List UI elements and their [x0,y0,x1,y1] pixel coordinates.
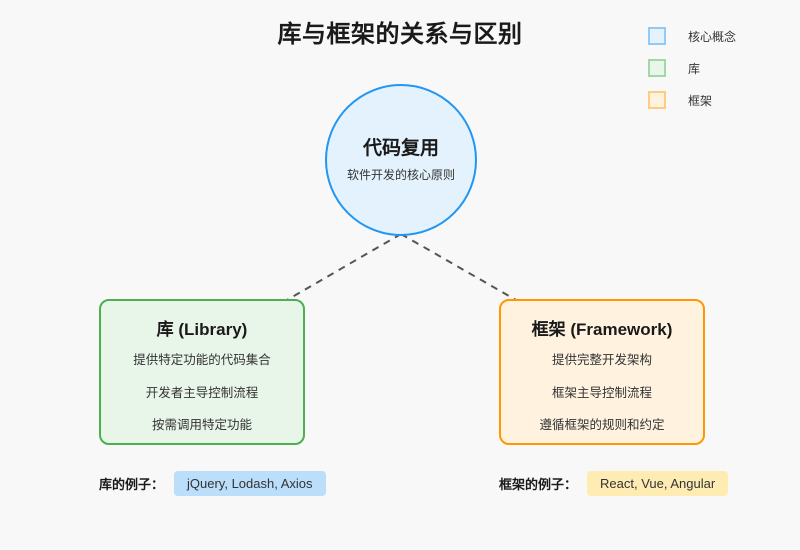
core-concept-node: 代码复用 软件开发的核心原则 [325,84,477,236]
legend-swatch-core-concept [648,27,666,45]
library-box-item: 提供特定功能的代码集合 [133,353,271,367]
framework-box-title: 框架 (Framework) [531,320,673,339]
library-box-item: 按需调用特定功能 [151,418,252,432]
framework-box-item: 遵循框架的规则和约定 [539,418,665,432]
legend-swatch-framework [648,91,666,109]
legend-item-framework: 框架 [648,86,798,114]
library-box: 库 (Library) 提供特定功能的代码集合 开发者主导控制流程 按需调用特定… [99,299,305,445]
legend-item-library: 库 [648,54,798,82]
framework-box-item: 提供完整开发架构 [551,353,652,367]
core-concept-subtitle: 软件开发的核心原则 [346,167,455,182]
library-examples-value: jQuery, Lodash, Axios [174,470,326,496]
core-concept-title: 代码复用 [362,137,439,159]
library-box-item: 开发者主导控制流程 [145,385,259,400]
legend: 核心概念 库 框架 [648,22,798,118]
framework-box-item: 框架主导控制流程 [551,385,652,400]
connector-core-to-library [286,233,402,301]
framework-examples-value: React, Vue, Angular [587,470,729,496]
legend-item-core-concept: 核心概念 [648,22,798,50]
page-title: 库与框架的关系与区别 [277,21,523,48]
library-examples-label: 库的例子： [99,476,165,492]
legend-label-framework: 框架 [688,93,713,108]
legend-swatch-library [648,59,666,77]
library-box-title: 库 (Library) [156,320,248,339]
framework-examples-label: 框架的例子： [499,476,578,492]
library-examples-row: 库的例子： jQuery, Lodash, Axios [99,470,326,496]
framework-examples-row: 框架的例子： React, Vue, Angular [499,470,729,496]
legend-label-core-concept: 核心概念 [688,29,737,44]
connector-core-to-framework [400,233,517,301]
framework-box: 框架 (Framework) 提供完整开发架构 框架主导控制流程 遵循框架的规则… [499,299,705,445]
legend-label-library: 库 [688,61,701,76]
